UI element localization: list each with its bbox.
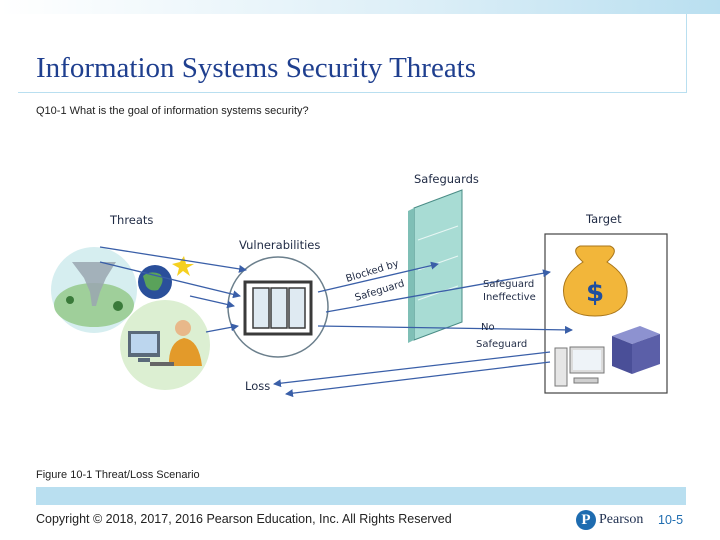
threat-arrow-3 <box>189 295 235 309</box>
threat-arrow-2 <box>99 261 241 299</box>
loss-arrow-2 <box>285 361 551 398</box>
blocked-arrow <box>317 261 439 293</box>
page-number: 10-5 <box>658 513 684 527</box>
tornado-icon <box>51 247 137 333</box>
safeguard-ineffective-label-line1: Safeguard <box>483 279 534 290</box>
no-safeguard-arrow <box>317 325 573 334</box>
title-frame <box>18 14 687 93</box>
footer-band <box>36 487 686 505</box>
server-box-icon <box>612 326 660 374</box>
safeguard-ineffective-label-line2: Ineffective <box>483 292 536 303</box>
copyright-text: Copyright © 2018, 2017, 2016 Pearson Edu… <box>36 512 452 526</box>
slide-title: Information Systems Security Threats <box>36 52 477 84</box>
svg-text:$: $ <box>586 278 604 308</box>
safeguards-label: Safeguards <box>414 172 479 186</box>
vulnerabilities-label: Vulnerabilities <box>239 238 320 252</box>
threat-arrow-4 <box>205 323 239 333</box>
threat-arrow-1 <box>99 246 247 273</box>
no-safeguard-label-line1: No <box>481 322 495 333</box>
pearson-logo-mark: P <box>576 510 596 530</box>
top-accent-band <box>0 0 720 14</box>
firewall-icon <box>408 189 463 343</box>
money-bag-icon: $ <box>563 245 628 317</box>
slide-subtitle: Q10-1 What is the goal of information sy… <box>36 105 309 117</box>
target-label: Target <box>585 212 622 226</box>
computer-icon <box>554 346 605 387</box>
pearson-logo: P Pearson <box>576 510 643 530</box>
loss-arrow-1 <box>273 351 551 388</box>
pearson-logo-text: Pearson <box>599 512 644 527</box>
window-icon <box>227 256 329 358</box>
ineffective-arrow <box>325 269 551 313</box>
figure-caption: Figure 10-1 Threat/Loss Scenario <box>36 469 200 481</box>
hacker-icon <box>120 300 210 390</box>
threats-label: Threats <box>109 213 153 227</box>
loss-label: Loss <box>245 379 270 393</box>
no-safeguard-label-line2: Safeguard <box>476 339 527 350</box>
